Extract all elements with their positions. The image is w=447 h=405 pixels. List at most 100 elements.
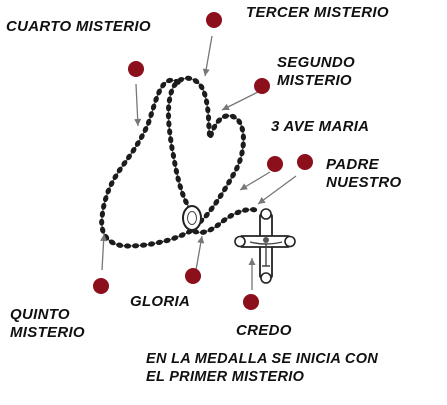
rosary-bead xyxy=(130,146,137,154)
rosary-bead xyxy=(166,77,174,84)
label-tercer-misterio: TERCER MISTERIO xyxy=(246,4,389,21)
rosary-bead xyxy=(100,226,106,234)
rosary-bead xyxy=(207,226,215,233)
pointer-arrow-head xyxy=(240,183,248,190)
rosary-bead xyxy=(105,187,112,195)
rosary-bead xyxy=(138,133,145,140)
rosary-bead xyxy=(221,113,230,119)
rosary-bead xyxy=(198,83,205,91)
rosary-bead xyxy=(102,195,109,203)
pointer-arrow-head xyxy=(222,103,230,110)
label-segundo-misterio: SEGUNDO MISTERIO xyxy=(277,54,355,90)
label-padre-line-2: NUESTRO xyxy=(326,174,402,191)
rosary-bead xyxy=(175,175,181,183)
pointer-arrows xyxy=(100,35,297,290)
rosary-bead xyxy=(163,237,171,244)
rosary-beads-icon xyxy=(99,75,258,249)
rosary-bead xyxy=(185,75,193,81)
note-line-2: EL PRIMER MISTERIO xyxy=(146,369,305,385)
rosary-bead xyxy=(150,103,157,111)
rosary-bead xyxy=(134,140,141,147)
rosary-bead xyxy=(177,183,183,191)
pointer-arrow-head xyxy=(202,68,210,76)
marker-tercer-misterio xyxy=(206,12,222,28)
rosary-bead xyxy=(226,178,232,186)
medal-instruction-note: EN LA MEDALLA SE INICIA CON EL PRIMER MI… xyxy=(146,350,378,386)
label-quinto-misterio: QUINTO MISTERIO xyxy=(10,306,85,342)
rosary-bead xyxy=(145,118,152,126)
pointer-arrow-head xyxy=(100,234,108,242)
medal-icon xyxy=(182,205,202,231)
rosary-bead xyxy=(240,133,247,141)
rosary-bead xyxy=(121,160,128,167)
rosary-bead xyxy=(140,242,148,248)
rosary-bead xyxy=(203,211,210,219)
rosary-bead xyxy=(165,104,172,112)
marker-gloria xyxy=(185,268,201,284)
rosary-bead xyxy=(205,106,211,114)
rosary-bead xyxy=(173,167,180,175)
marker-segundo-misterio xyxy=(254,78,270,94)
rosary-bead xyxy=(101,202,107,210)
rosary-bead xyxy=(132,243,140,249)
pointer-arrow-line xyxy=(135,83,139,127)
crucifix-icon xyxy=(234,208,296,284)
rosary-bead xyxy=(171,235,179,241)
rosary-bead xyxy=(153,95,159,103)
rosary-bead xyxy=(234,209,242,216)
rosary-bead xyxy=(229,113,237,120)
rosary-bead xyxy=(173,78,181,85)
pointer-arrow-head xyxy=(258,197,266,204)
rosary-bead xyxy=(148,111,154,119)
marker-credo xyxy=(243,294,259,310)
rosary-bead xyxy=(227,213,235,219)
rosary-bead xyxy=(237,157,243,165)
rosary-bead xyxy=(213,198,220,206)
note-line-1: EN LA MEDALLA SE INICIA CON xyxy=(146,351,379,367)
rosary-bead xyxy=(169,144,175,152)
rosary-bead xyxy=(142,126,149,133)
label-segundo-line-1: SEGUNDO xyxy=(277,54,355,71)
rosary-bead xyxy=(99,218,105,226)
rosary-bead xyxy=(170,151,177,160)
rosary-bead xyxy=(230,171,236,179)
rosary-bead xyxy=(166,120,172,128)
pointer-arrow-head xyxy=(248,258,256,265)
pointer-arrow-head xyxy=(197,236,205,244)
rosary-bead xyxy=(180,190,186,198)
pointer-arrow-line xyxy=(257,175,297,205)
rosary-bead xyxy=(215,117,223,124)
pointer-arrow-head xyxy=(134,118,142,126)
marker-cuarto-misterio xyxy=(128,61,144,77)
rosary-bead xyxy=(236,118,243,126)
rosary-bead xyxy=(166,96,173,104)
rosary-bead xyxy=(160,81,167,89)
rosary-bead xyxy=(167,128,173,136)
rosary-bead xyxy=(208,205,215,213)
rosary-bead xyxy=(192,78,200,85)
rosary-bead xyxy=(239,149,245,157)
label-tres-ave-maria: 3 AVE MARIA xyxy=(271,118,370,135)
rosary-bead xyxy=(112,173,119,181)
label-padre-line-1: PADRE xyxy=(326,156,379,173)
rosary-bead xyxy=(155,239,163,246)
label-padre-nuestro: PADRE NUESTRO xyxy=(326,156,401,192)
rosary-bead xyxy=(199,229,208,235)
rosary-bead xyxy=(217,192,224,200)
label-gloria: GLORIA xyxy=(130,293,191,310)
rosary-bead xyxy=(214,222,222,229)
rosary-bead xyxy=(168,88,175,96)
rosary-bead xyxy=(205,114,212,122)
rosary-bead xyxy=(206,122,212,130)
rosary-bead xyxy=(208,131,214,138)
rosary-bead xyxy=(239,125,245,133)
marker-quinto-misterio xyxy=(93,278,109,294)
rosary-bead xyxy=(165,112,172,120)
rosary-bead xyxy=(116,242,124,248)
rosary-bead xyxy=(124,243,132,249)
label-quinto-line-1: QUINTO xyxy=(10,306,70,323)
label-cuarto-misterio: CUARTO MISTERIO xyxy=(6,18,151,35)
rosary-bead xyxy=(108,180,115,188)
rosary-bead xyxy=(172,159,178,167)
